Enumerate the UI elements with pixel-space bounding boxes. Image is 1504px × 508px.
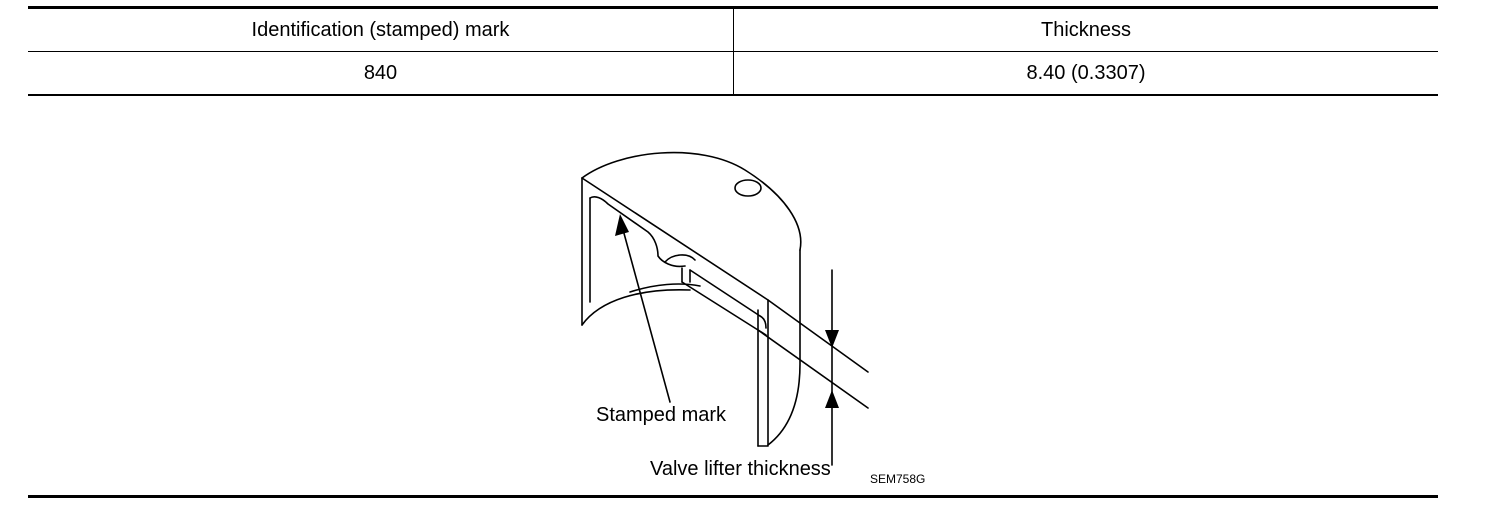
lifter-right-side: [767, 249, 801, 446]
header-thickness: Thickness: [733, 6, 1438, 52]
lifter-crown: [581, 151, 802, 251]
lifter-top-edge: [581, 177, 769, 301]
oil-hole: [734, 179, 762, 197]
valve-lifter-illustration: [581, 151, 869, 466]
stamped-mark-leader: [621, 225, 671, 403]
table-row: 840 8.40 (0.3307): [28, 51, 1438, 96]
header-identification-mark: Identification (stamped) mark: [28, 6, 734, 52]
figure-code: SEM758G: [870, 472, 926, 486]
cell-thickness-value: 8.40 (0.3307): [733, 51, 1438, 96]
thickness-line-lower: [757, 329, 869, 409]
valve-lifter-thickness-label: Valve lifter thickness: [650, 458, 831, 480]
lifter-inner-cavity: [589, 196, 686, 268]
dimension-arrow-down: [825, 330, 839, 348]
stamped-mark-arrow: [615, 214, 629, 236]
cell-stamped-mark-value: 840: [28, 51, 734, 96]
bottom-rule: [28, 495, 1438, 498]
spec-table: Identification (stamped) mark Thickness …: [28, 6, 1438, 96]
thickness-line-upper: [767, 299, 869, 373]
valve-lifter-figure: Stamped mark Valve lifter thickness SEM7…: [560, 140, 980, 490]
stamped-mark-label: Stamped mark: [596, 404, 727, 426]
table-header-row: Identification (stamped) mark Thickness: [28, 6, 1438, 52]
dimension-arrow-up: [825, 390, 839, 408]
